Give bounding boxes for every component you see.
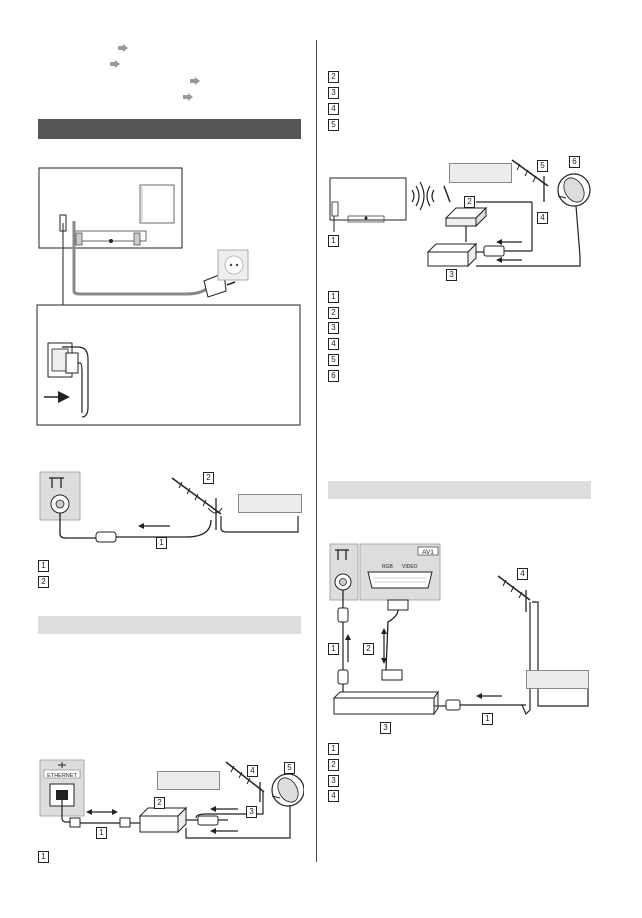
tv-power-diagram bbox=[36, 167, 301, 426]
list-number: 2 bbox=[328, 307, 339, 319]
list-number: 1 bbox=[38, 851, 49, 863]
list-number: 2 bbox=[328, 759, 339, 771]
list-number: 5 bbox=[328, 354, 339, 366]
list-number: 3 bbox=[328, 775, 339, 787]
diagram-number: 3 bbox=[446, 269, 457, 281]
diagram-number: 1 bbox=[156, 537, 167, 549]
wireless-signal-label-box bbox=[449, 163, 512, 183]
list-number: 1 bbox=[328, 743, 339, 755]
list-number: 2 bbox=[38, 576, 49, 588]
list-number: 3 bbox=[328, 87, 339, 99]
rgb-label: RGB bbox=[382, 564, 394, 570]
satellite-network-diagram: ETHERNET bbox=[39, 759, 304, 839]
antenna-diagram bbox=[39, 471, 299, 543]
diagram-number: 2 bbox=[154, 797, 165, 809]
diagram-number: 6 bbox=[569, 156, 580, 168]
column-divider bbox=[316, 40, 317, 862]
list-number: 4 bbox=[328, 790, 339, 802]
diagram-number: 2 bbox=[203, 472, 214, 484]
diagram-number: 4 bbox=[537, 212, 548, 224]
list-number: 2 bbox=[328, 71, 339, 83]
diagram-number: 1 bbox=[482, 713, 493, 725]
diagram-number: 3 bbox=[380, 722, 391, 734]
diagram-number: 2 bbox=[363, 643, 374, 655]
video-label: VIDEO bbox=[402, 564, 418, 570]
diagram-number: 4 bbox=[517, 568, 528, 580]
ethernet-label: ETHERNET bbox=[47, 773, 77, 779]
list-number: 1 bbox=[328, 291, 339, 303]
diagram-number: 2 bbox=[464, 196, 475, 208]
list-number: 1 bbox=[38, 560, 49, 572]
diagram-number: 4 bbox=[247, 765, 258, 777]
satellite-signal-label-box bbox=[157, 771, 220, 790]
wireless-network-diagram bbox=[329, 159, 591, 268]
arrow-bullet-icon bbox=[118, 44, 128, 52]
arrow-bullet-icon bbox=[183, 93, 193, 101]
arrow-bullet-icon bbox=[110, 60, 120, 68]
arrow-bullet-icon bbox=[190, 77, 200, 85]
diagram-number: 3 bbox=[246, 806, 257, 818]
list-number: 6 bbox=[328, 370, 339, 382]
diagram-number: 1 bbox=[96, 827, 107, 839]
list-number: 3 bbox=[328, 322, 339, 334]
av-signal-label-box bbox=[526, 670, 589, 689]
section-bar-av bbox=[328, 481, 591, 499]
av-scart-diagram: AV1 RGB VIDEO bbox=[329, 543, 589, 716]
section-bar-satellite bbox=[38, 616, 301, 634]
list-number: 5 bbox=[328, 119, 339, 131]
diagram-number: 1 bbox=[328, 643, 339, 655]
section-bar-power bbox=[38, 119, 301, 139]
list-number: 4 bbox=[328, 338, 339, 350]
list-number: 4 bbox=[328, 103, 339, 115]
av1-label: AV1 bbox=[422, 549, 434, 556]
diagram-number: 1 bbox=[328, 235, 339, 247]
diagram-number: 5 bbox=[284, 762, 295, 774]
antenna-signal-label-box bbox=[238, 494, 302, 513]
diagram-number: 5 bbox=[537, 160, 548, 172]
